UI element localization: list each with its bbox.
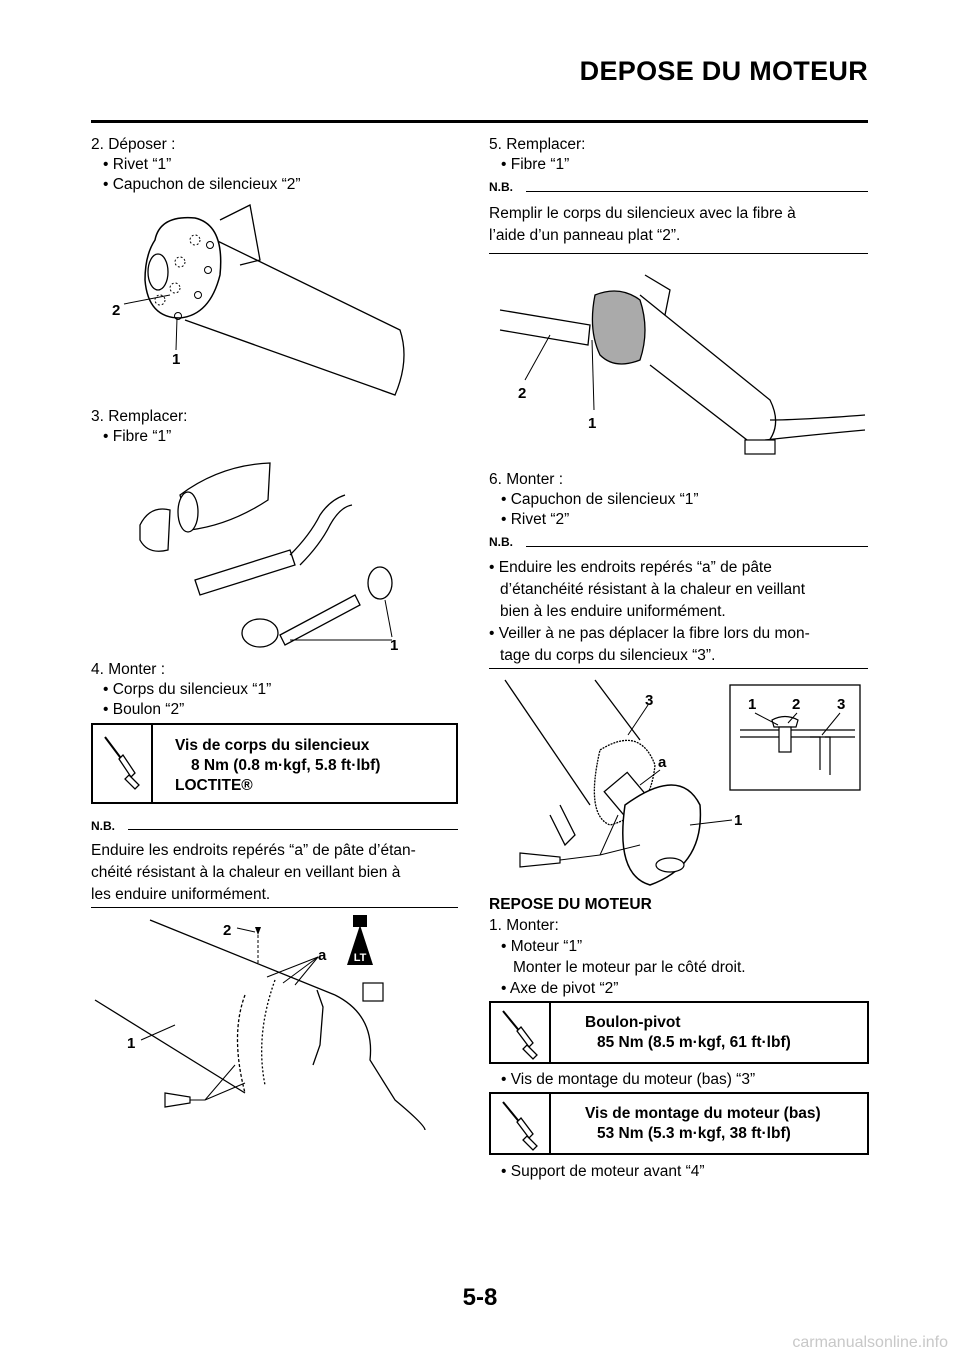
fig1-label-2: 2 [112, 302, 120, 319]
step-3-item-1: • Fibre “1” [103, 428, 172, 445]
repose-item-1: • Moteur “1” [501, 938, 583, 955]
nb1-line-1: Remplir le corps du silencieux avec la f… [489, 205, 796, 222]
nb2-label: N.B. [489, 535, 513, 549]
torque-wrench-icon [491, 1003, 551, 1062]
engine-mount-spec-box: Vis de montage du moteur (bas) 53 Nm (5.… [489, 1092, 869, 1155]
nb2-line-1: • Enduire les endroits repérés “a” de pâ… [489, 559, 772, 576]
mount-spec-title: Vis de montage du moteur (bas) [585, 1105, 821, 1122]
repose-step-1: 1. Monter: [489, 917, 559, 934]
fig2-label-1: 1 [390, 637, 398, 654]
nb-label: N.B. [91, 819, 115, 833]
repose-item-3: • Vis de montage du moteur (bas) “3” [501, 1071, 756, 1088]
nb2-line-2: d’étanchéité résistant à la chaleur en v… [500, 581, 806, 598]
step-4-item-1: • Corps du silencieux “1” [103, 681, 272, 698]
nb2-line-3: bien à les enduire uniformément. [500, 603, 726, 620]
figure-fibre-filling: 2 1 [499, 274, 866, 455]
nb2-rule-top [526, 546, 868, 547]
torque-spec-box: Vis de corps du silencieux 8 Nm (0.8 m·k… [91, 723, 458, 804]
step-6-item-2: • Rivet “2” [501, 511, 570, 528]
nb-line-1: Enduire les endroits repérés “a” de pâte… [91, 842, 416, 859]
header-rule [91, 120, 868, 123]
nb-rule-top [128, 829, 458, 830]
repose-item-4: • Support de moteur avant “4” [501, 1163, 705, 1180]
fig1-label-1: 1 [172, 351, 180, 368]
nb1-line-2: l’aide d’un panneau plat “2”. [489, 227, 681, 244]
mount-spec-value: 53 Nm (5.3 m·kgf, 38 ft·lbf) [597, 1125, 791, 1142]
section-heading-repose: REPOSE DU MOTEUR [489, 896, 652, 913]
figure-sealant-application: 2 a 1 LT [94, 915, 426, 1131]
fig5-label-1: 1 [734, 812, 742, 829]
repose-item-2: • Axe de pivot “2” [501, 980, 619, 997]
loctite-icon: LT [354, 952, 367, 964]
pivot-bolt-spec-box: Boulon-pivot 85 Nm (8.5 m·kgf, 61 ft·lbf… [489, 1001, 869, 1064]
nb-line-2: chéité résistant à la chaleur en veillan… [91, 864, 401, 881]
nb2-line-5: tage du corps du silencieux “3”. [500, 647, 716, 664]
nb1-rule-top [526, 191, 868, 192]
pivot-spec-title: Boulon-pivot [585, 1014, 681, 1031]
figure-muffler-exploded: 1 [139, 462, 398, 654]
watermark-site: carmanualsonline.info [792, 1334, 948, 1351]
nb2-rule-bottom [489, 668, 868, 669]
step-2-item-1: • Rivet “1” [103, 156, 172, 173]
repose-item-1-note: Monter le moteur par le côté droit. [513, 959, 746, 976]
fig3-label-2: 2 [223, 922, 231, 939]
step-5-item-1: • Fibre “1” [501, 156, 570, 173]
nb1-label: N.B. [489, 180, 513, 194]
inset-label-1: 1 [748, 696, 756, 713]
spec-title: Vis de corps du silencieux [175, 737, 370, 754]
nb1-rule-bottom [489, 253, 868, 254]
fig5-label-3: 3 [645, 692, 653, 709]
spec-extra: LOCTITE® [175, 777, 253, 794]
nb-rule-bottom [91, 907, 458, 908]
step-6-item-1: • Capuchon de silencieux “1” [501, 491, 699, 508]
fig3-label-1: 1 [127, 1035, 135, 1052]
page-title: DEPOSE DU MOTEUR [579, 56, 868, 86]
fig5-label-a: a [658, 754, 667, 771]
step-5-heading: 5. Remplacer: [489, 136, 586, 153]
page-number: 5-8 [462, 1284, 498, 1311]
spec-value: 8 Nm (0.8 m·kgf, 5.8 ft·lbf) [191, 757, 381, 774]
step-6-heading: 6. Monter : [489, 471, 564, 488]
fig4-label-2: 2 [518, 385, 526, 402]
nb2-line-4: • Veiller à ne pas déplacer la fibre lor… [489, 625, 810, 642]
step-2-heading: 2. Déposer : [91, 136, 176, 153]
figure-muffler-cap-removal: 2 1 [112, 204, 405, 396]
inset-label-2: 2 [792, 696, 800, 713]
torque-wrench-icon [93, 725, 153, 802]
fig4-label-1: 1 [588, 415, 596, 432]
figure-muffler-mounting: 3 a 1 1 2 3 [504, 679, 861, 886]
step-4-item-2: • Boulon “2” [103, 701, 185, 718]
step-2-item-2: • Capuchon de silencieux “2” [103, 176, 301, 193]
fig3-label-a: a [318, 947, 327, 964]
pivot-spec-value: 85 Nm (8.5 m·kgf, 61 ft·lbf) [597, 1034, 791, 1051]
inset-label-3: 3 [837, 696, 845, 713]
step-4-heading: 4. Monter : [91, 661, 166, 678]
step-3-heading: 3. Remplacer: [91, 408, 188, 425]
nb-line-3: les enduire uniformément. [91, 886, 271, 903]
torque-wrench-icon [491, 1094, 551, 1153]
